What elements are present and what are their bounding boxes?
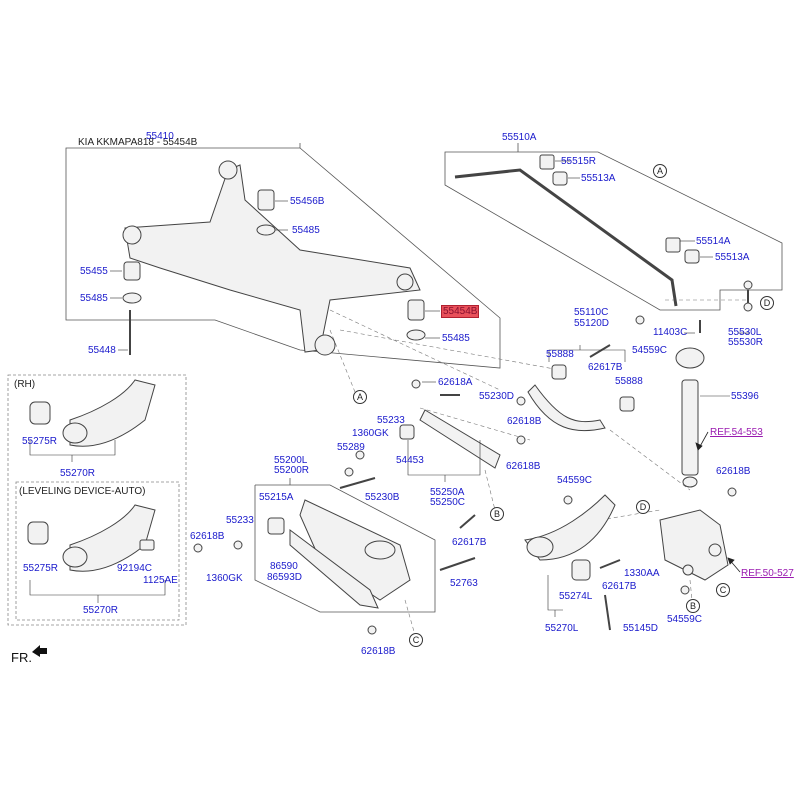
part-label[interactable]: 86590 (270, 561, 298, 572)
callout-b[interactable]: B (490, 507, 504, 521)
part-label[interactable]: 54559C (557, 475, 593, 486)
part-label[interactable]: 55514A (696, 236, 731, 247)
part-label[interactable]: 1360GK (206, 573, 243, 584)
part-label[interactable]: 55515R (561, 156, 597, 167)
group-outlines (65, 143, 783, 613)
assembly-label-55410[interactable]: 55410 (146, 131, 174, 142)
callout-d[interactable]: D (636, 500, 650, 514)
leveling-inset-title: (LEVELING DEVICE-AUTO) (19, 486, 146, 497)
part-label[interactable]: 62618B (716, 466, 751, 477)
part-label[interactable]: 55230B (365, 492, 400, 503)
part-label[interactable]: 55513A (715, 252, 750, 263)
part-label[interactable]: 55530R (728, 337, 764, 348)
part-label[interactable]: 1360GK (352, 428, 389, 439)
callout-c[interactable]: C (409, 633, 423, 647)
assembly-label[interactable]: 55250A (430, 487, 465, 498)
lower-arm-group-outline (254, 484, 436, 613)
part-label[interactable]: 55456B (290, 196, 325, 207)
part-label[interactable]: 55275R (23, 563, 59, 574)
assembly-label[interactable]: 55120D (574, 318, 610, 329)
front-arrow-icon (32, 645, 47, 657)
part-label[interactable]: 55233 (226, 515, 254, 526)
part-label[interactable]: 1125AE (143, 575, 178, 586)
assembly-label[interactable]: 55200L (274, 455, 308, 466)
part-label[interactable]: 55485 (442, 333, 470, 344)
ref-link-knuckle[interactable]: REF.50-527 (741, 568, 794, 579)
assembly-label[interactable]: 55110C (574, 307, 609, 318)
part-label[interactable]: 54559C (667, 614, 703, 625)
part-label[interactable]: 55455 (80, 266, 108, 277)
rh-inset-title: (RH) (14, 379, 36, 390)
part-label[interactable]: 55215A (259, 492, 294, 503)
part-label[interactable]: 55275R (22, 436, 58, 447)
part-label[interactable]: 92194C (117, 563, 153, 574)
part-label[interactable]: 62618B (361, 646, 396, 657)
part-label[interactable]: 86593D (267, 572, 303, 583)
assembly-label[interactable]: 55270R (83, 605, 119, 616)
part-label[interactable]: 55888 (546, 349, 574, 360)
part-label[interactable]: 55145D (623, 623, 659, 634)
part-label[interactable]: 55233 (377, 415, 405, 426)
part-label[interactable]: 54559C (632, 345, 668, 356)
front-marker: FR. (11, 650, 32, 665)
assembly-label[interactable]: 55510A (502, 132, 537, 143)
part-label[interactable]: 62617B (602, 581, 637, 592)
part-label[interactable]: 55289 (337, 442, 365, 453)
part-label[interactable]: 62618B (506, 461, 541, 472)
ref-link-shock[interactable]: REF.54-553 (710, 427, 763, 438)
part-label[interactable]: 11403C (653, 327, 688, 338)
part-label[interactable]: 55230D (479, 391, 515, 402)
trailing-link-shape (419, 409, 501, 469)
callout-a[interactable]: A (353, 390, 367, 404)
part-label[interactable]: 52763 (450, 578, 478, 589)
lower-arm-shape (299, 499, 411, 601)
part-label[interactable]: 62618B (507, 416, 542, 427)
part-shapes (27, 154, 753, 635)
part-label[interactable]: 1330AA (624, 568, 660, 579)
part-label[interactable]: 62617B (588, 362, 623, 373)
assembly-label[interactable]: 55270L (545, 623, 579, 634)
callout-d[interactable]: D (760, 296, 774, 310)
shock-shape (681, 379, 699, 476)
part-label[interactable]: 55448 (88, 345, 116, 356)
ref-arrows (695, 431, 741, 573)
callout-a[interactable]: A (653, 164, 667, 178)
part-label[interactable]: 62617B (452, 537, 487, 548)
part-label[interactable]: 55485 (292, 225, 320, 236)
part-label[interactable]: 54453 (396, 455, 424, 466)
assembly-label[interactable]: 55270R (60, 468, 96, 479)
callout-b[interactable]: B (686, 599, 700, 613)
part-label[interactable]: 55485 (80, 293, 108, 304)
knuckle-shape (659, 509, 729, 581)
part-label[interactable]: 55396 (731, 391, 759, 402)
subframe-group-outline (65, 147, 501, 369)
diagram-caption: KIA KKMAPA818 - 55454B (78, 137, 198, 148)
guide-lines (329, 299, 748, 636)
part-label[interactable]: 55274L (559, 591, 593, 602)
part-label[interactable]: 55513A (581, 173, 616, 184)
part-label[interactable]: 62618A (438, 377, 473, 388)
part-label[interactable]: 55530L (728, 327, 762, 338)
leader-lines (29, 160, 750, 617)
highlighted-part-label[interactable]: 55454B (441, 305, 480, 318)
part-label[interactable]: 62618B (190, 531, 225, 542)
rh-inset-outlines (7, 374, 187, 626)
assembly-label[interactable]: 55200R (274, 465, 310, 476)
stabilizer-bar-shape (454, 168, 678, 307)
assembly-label[interactable]: 55250C (430, 497, 466, 508)
upper-arm-shape (527, 384, 606, 432)
part-label[interactable]: 55888 (615, 376, 643, 387)
stabilizer-group-outline (444, 151, 783, 311)
callout-c[interactable]: C (716, 583, 730, 597)
